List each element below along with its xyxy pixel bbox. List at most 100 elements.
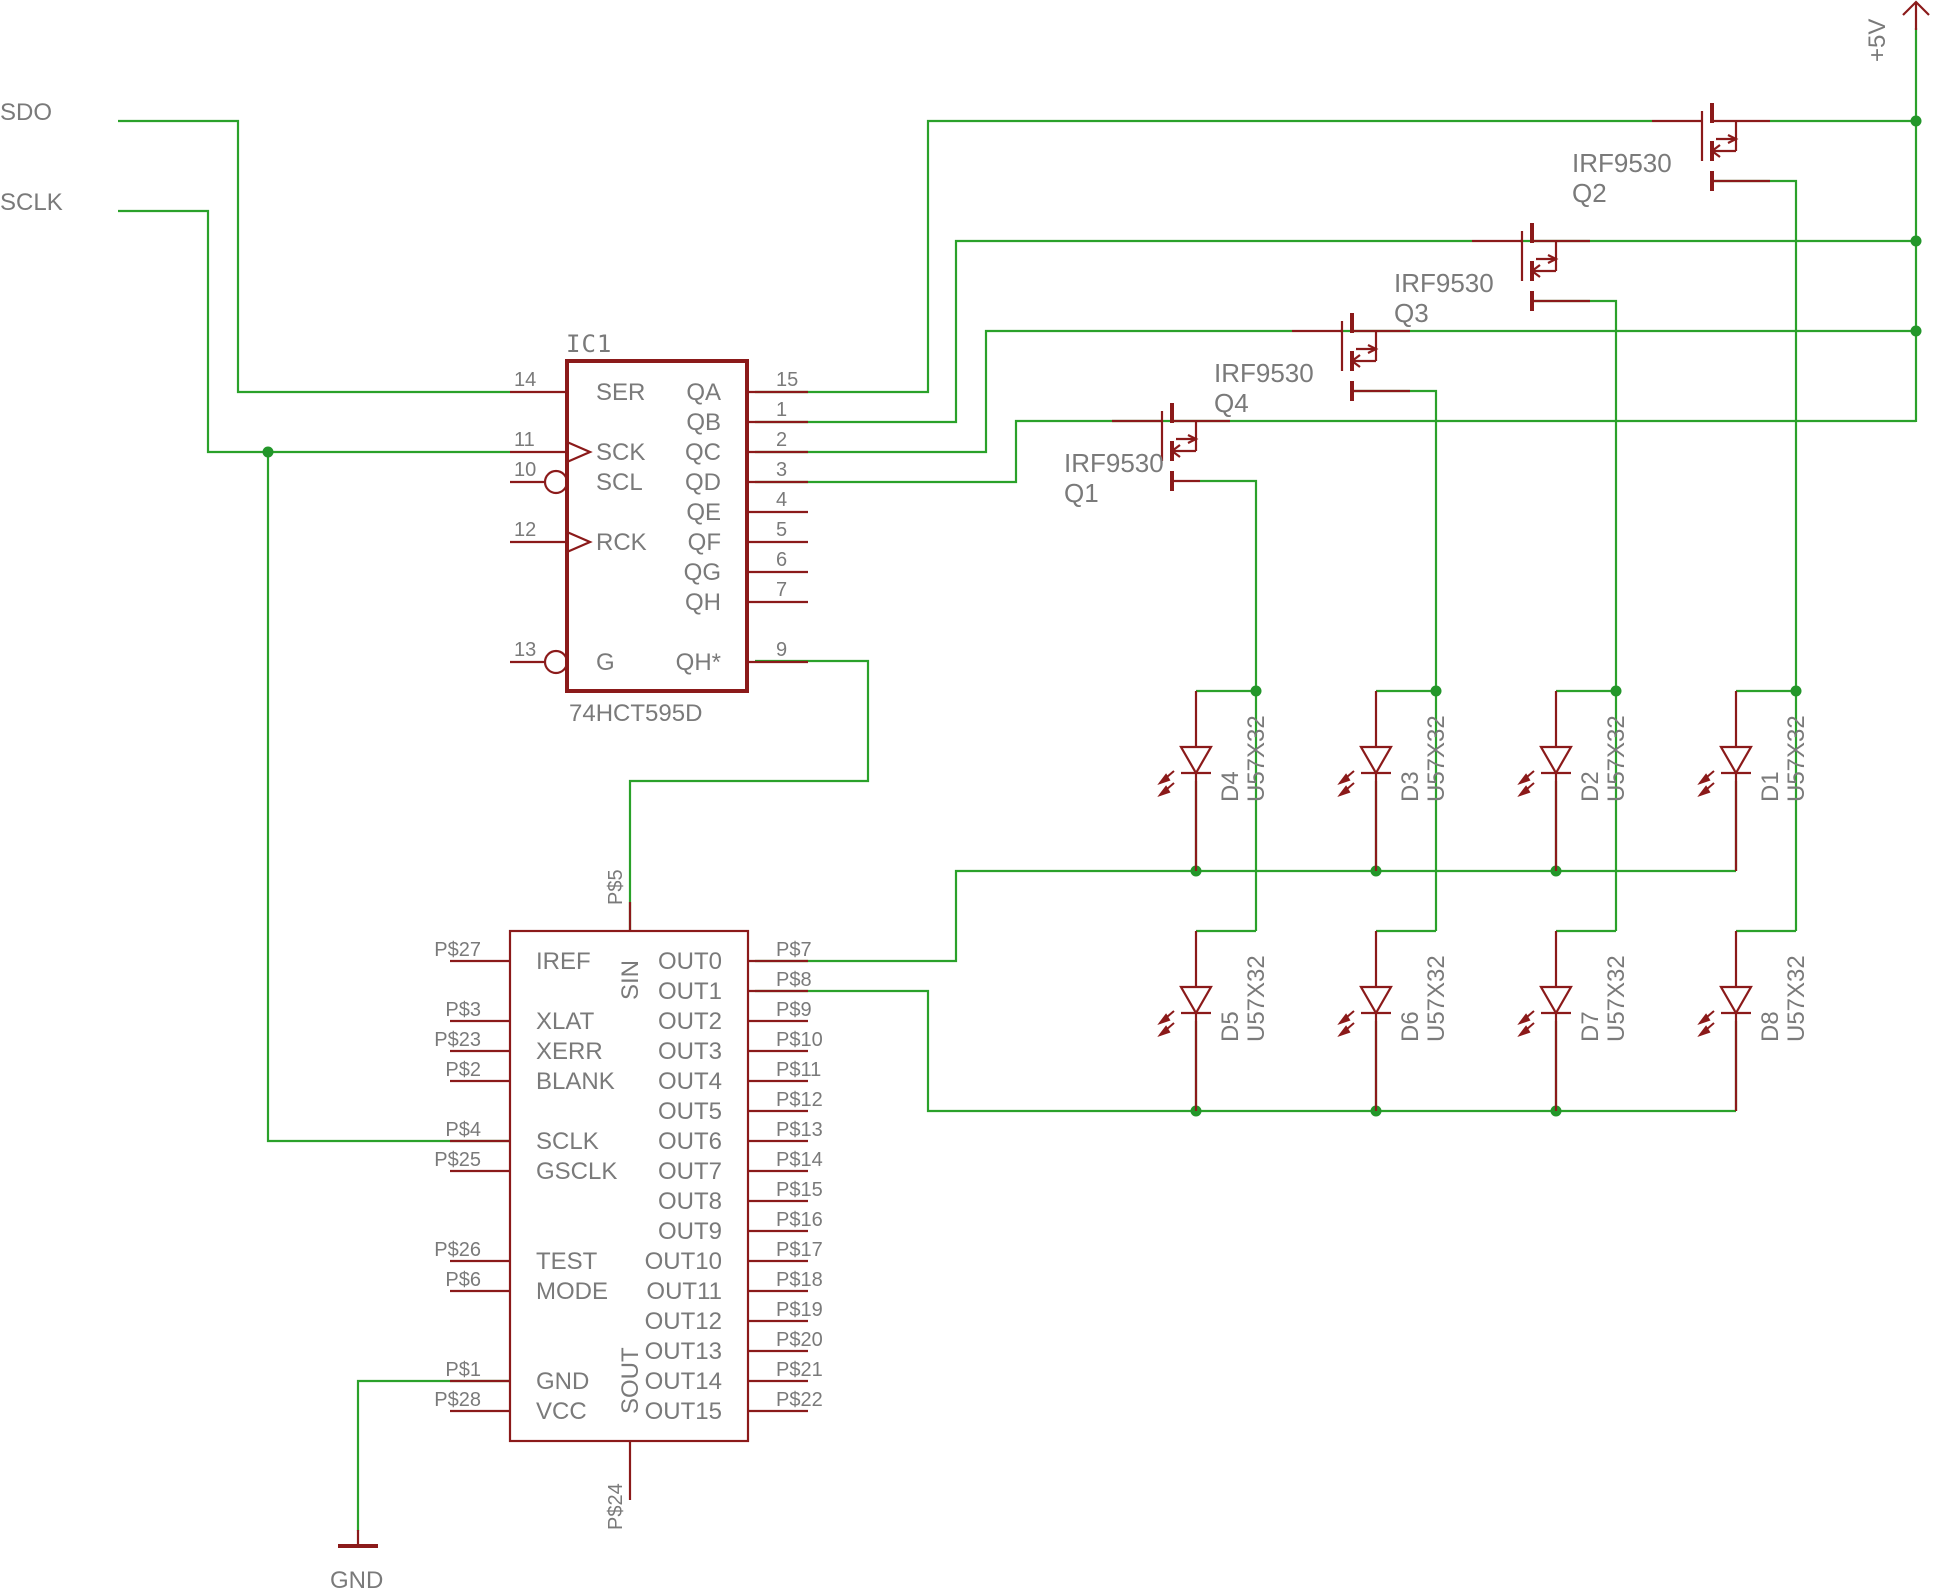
pad-label: P$28 [434,1389,481,1411]
mosfet-q3-ref: Q3 [1394,298,1429,328]
pin-name: SER [596,379,645,406]
wire-sclk-branch[interactable] [266,452,510,1143]
pin-number: 4 [776,489,787,511]
pad-label: P$17 [776,1239,823,1261]
pad-label: P$26 [434,1239,481,1261]
pad-label: P$14 [776,1149,823,1171]
junction-dot [1790,685,1802,697]
ic1-shift-register[interactable]: IC1 74HCT595D 14 11 10 12 13 SER SCK SCL… [510,330,808,727]
pin-number: 2 [776,429,787,451]
pin-number: 14 [514,369,536,391]
pad-label: P$7 [776,939,812,961]
pin-name: QF [688,529,721,556]
led-d3[interactable] [1337,691,1393,871]
pad-label: P$23 [434,1029,481,1051]
led-d3-value: U57X32 [1423,715,1450,802]
led-d7-value: U57X32 [1603,955,1630,1042]
pad-label: P$11 [776,1059,821,1081]
pin-name: OUT14 [645,1368,722,1395]
pad-label: P$4 [445,1119,481,1141]
wire-q2-drain[interactable] [1712,179,1798,931]
pin-name: QH* [676,649,721,676]
led-d2-value: U57X32 [1603,715,1630,802]
pin-number: 1 [776,399,787,421]
led-d2-ref: D2 [1577,771,1604,802]
wire-q1-drain[interactable] [1200,479,1258,931]
led-d5[interactable] [1157,931,1213,1111]
ic1-ref: IC1 [566,330,612,358]
pin-name: GND [536,1368,589,1395]
pin-name: SCL [596,469,643,496]
wire-sdo[interactable] [118,119,510,394]
wire-q4-drain[interactable] [1352,389,1438,931]
pad-label: P$9 [776,999,812,1021]
pin-name: XERR [536,1038,603,1065]
pin-name: MODE [536,1278,608,1305]
pad-label: P$18 [776,1269,823,1291]
junction-dot [1610,685,1622,697]
wire-sclk[interactable] [118,209,510,454]
junction-dot [1910,235,1922,247]
mosfet-q4[interactable] [1292,313,1410,401]
pin-name: OUT5 [658,1098,722,1125]
pin-number: 6 [776,549,787,571]
mosfet-q3-value: IRF9530 [1394,268,1494,298]
pad-label: P$27 [434,939,481,961]
wire-qh-sin[interactable] [628,659,870,930]
mosfet-q4-value: IRF9530 [1214,358,1314,388]
wire-q3-drain[interactable] [1532,299,1618,931]
pin-name: OUT7 [658,1158,722,1185]
led-d1-ref: D1 [1757,771,1784,802]
pad-label: P$19 [776,1299,823,1321]
wire-qb[interactable] [755,239,1472,424]
pin-name: QA [686,379,721,406]
led-d7[interactable] [1517,931,1573,1111]
wire-out1[interactable] [755,989,1736,1113]
pin-number: 5 [776,519,787,541]
led-d3-ref: D3 [1397,771,1424,802]
led-d4-ref: D4 [1217,771,1244,802]
pin-name: RCK [596,529,647,556]
junction-dot [1250,685,1262,697]
pad-label: P$20 [776,1329,823,1351]
pin-name: SOUT [617,1347,644,1414]
pin-number: 12 [514,519,536,541]
led-d1-value: U57X32 [1783,715,1810,802]
wire-qd[interactable] [755,419,1916,484]
led-d4[interactable] [1157,691,1213,871]
pin-name: QB [686,409,721,436]
led-d2[interactable] [1517,691,1573,871]
wire-qa[interactable] [755,119,1652,394]
pad-label: P$15 [776,1179,823,1201]
pin-name: OUT6 [658,1128,722,1155]
ic2-led-driver[interactable]: P$5 SIN P$24 SOUT P$27 P$3 P$23 P$2 P$4 … [434,869,822,1530]
led-d4-value: U57X32 [1243,715,1270,802]
led-d8[interactable] [1697,931,1753,1111]
pin-name: G [596,649,615,676]
led-d7-ref: D7 [1577,1011,1604,1042]
led-d6[interactable] [1337,931,1393,1111]
pad-label: P$3 [445,999,481,1021]
pin-name: OUT11 [646,1278,722,1305]
pin-name: XLAT [536,1008,595,1035]
pin-name: OUT9 [658,1218,722,1245]
pad-label: P$24 [605,1483,627,1530]
pin-name: OUT10 [645,1248,722,1275]
mosfet-q1[interactable] [1112,403,1230,491]
pin-number: 7 [776,579,787,601]
pin-name: SIN [617,960,644,1000]
wire-out0[interactable] [755,869,1736,963]
pad-label: P$1 [445,1359,481,1381]
wire-qc[interactable] [755,329,1292,454]
mosfet-q2[interactable] [1652,103,1770,191]
led-d1[interactable] [1697,691,1753,871]
mosfet-q3[interactable] [1472,223,1590,311]
pin-number: 11 [514,429,535,451]
pin-name: OUT0 [658,948,722,975]
pad-label: P$25 [434,1149,481,1171]
pad-label: P$13 [776,1119,823,1141]
pin-name: OUT15 [645,1398,722,1425]
vcc-supply-symbol: +5V [1864,0,1930,62]
pin-number: 13 [514,639,536,661]
